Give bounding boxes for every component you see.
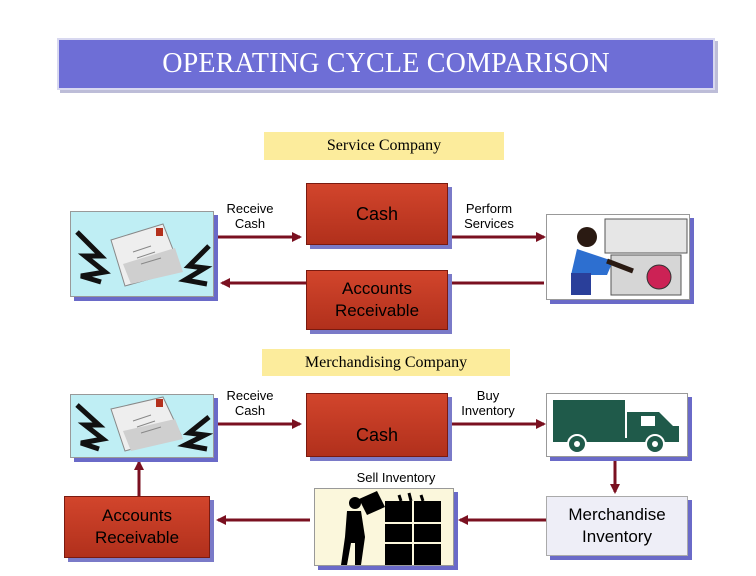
merch-truck-image	[546, 393, 688, 457]
service-receive-cash-label: Receive Cash	[226, 201, 274, 231]
service-cash-envelope-image	[70, 211, 214, 297]
page-title: OPERATING CYCLE COMPARISON	[162, 48, 610, 79]
service-company-label: Service Company	[264, 132, 504, 160]
merchandising-company-label: Merchandising Company	[262, 349, 510, 376]
merch-sell-inventory-label: Sell Inventory	[356, 470, 436, 485]
merch-buy-inventory-label: Buy Inventory	[461, 388, 515, 418]
merch-sell-inventory-image	[314, 488, 454, 566]
service-accounts-receivable-box: Accounts Receivable	[306, 270, 448, 330]
merch-merchandise-inventory-box: Merchandise Inventory	[546, 496, 688, 556]
winged-envelope-icon	[71, 212, 213, 296]
service-mechanic-image	[546, 214, 690, 300]
service-perform-services-label: Perform Services	[464, 201, 514, 231]
delivery-truck-icon	[547, 394, 687, 456]
merch-receive-cash-label: Receive Cash	[226, 388, 274, 418]
merch-cash-box: Cash	[306, 393, 448, 457]
winged-envelope-icon	[71, 395, 213, 457]
merch-accounts-receivable-box: Accounts Receivable	[64, 496, 210, 558]
merch-cash-envelope-image	[70, 394, 214, 458]
service-cash-box: Cash	[306, 183, 448, 245]
service-cash-label: Cash	[355, 203, 399, 224]
title-banner: OPERATING CYCLE COMPARISON	[57, 38, 715, 90]
worker-boxes-icon	[315, 489, 453, 565]
mechanic-icon	[547, 215, 689, 299]
merch-cash-label: Cash	[355, 425, 399, 445]
